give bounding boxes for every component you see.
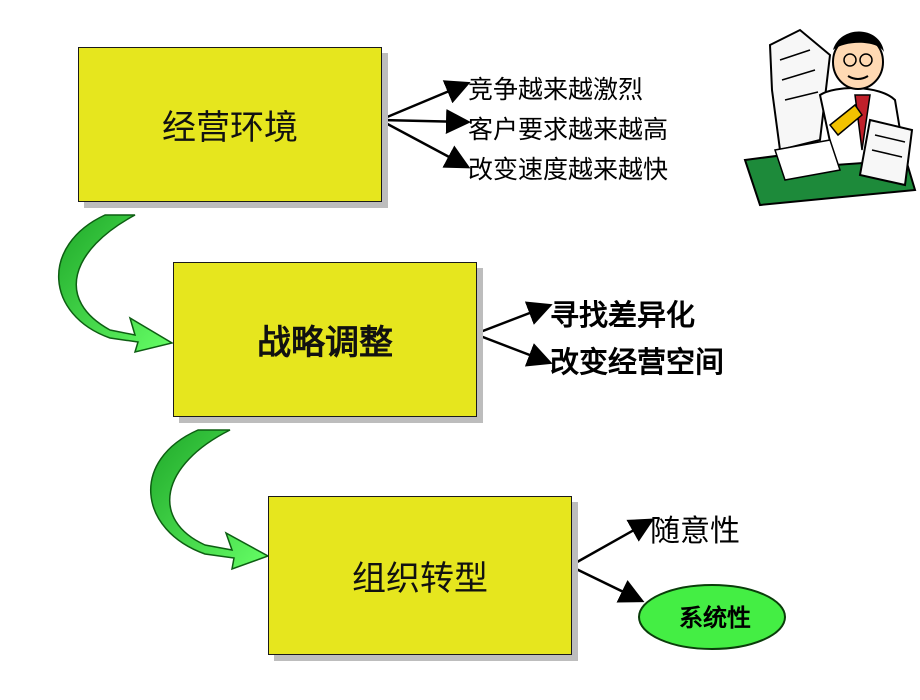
stage3-item-1: 随意性 xyxy=(650,514,740,549)
stage-title-2: 战略调整 xyxy=(257,323,393,363)
stage2-item-2: 改变经营空间 xyxy=(550,345,725,379)
stage3-item-2-ellipse-label: 系统性 xyxy=(679,604,751,632)
stage-title-1: 经营环境 xyxy=(162,108,298,148)
stage1-item-3: 改变速度越来越快 xyxy=(468,155,669,184)
curved-arrow-2 xyxy=(149,429,270,571)
stage-title-3: 组织转型 xyxy=(352,559,488,599)
stage-box-organization-transformation: 组织转型 xyxy=(268,496,572,655)
connector-3b xyxy=(569,564,645,603)
connector-2a xyxy=(474,301,553,336)
curved-arrow-1 xyxy=(57,214,174,354)
connector-1c xyxy=(379,118,471,169)
stage1-item-2: 客户要求越来越高 xyxy=(468,115,669,144)
stage2-item-1: 寻找差异化 xyxy=(550,298,696,332)
stage-box-business-environment: 经营环境 xyxy=(78,47,382,202)
connector-2b xyxy=(474,332,553,367)
stage-box-strategy-adjustment: 战略调整 xyxy=(173,262,477,417)
connector-1a xyxy=(379,80,471,122)
connector-1b xyxy=(379,109,471,135)
businessman-illustration xyxy=(743,28,917,207)
stage1-item-1: 竞争越来越激烈 xyxy=(468,75,644,104)
highlight-ellipse xyxy=(638,584,786,650)
connector-3a xyxy=(569,518,655,568)
